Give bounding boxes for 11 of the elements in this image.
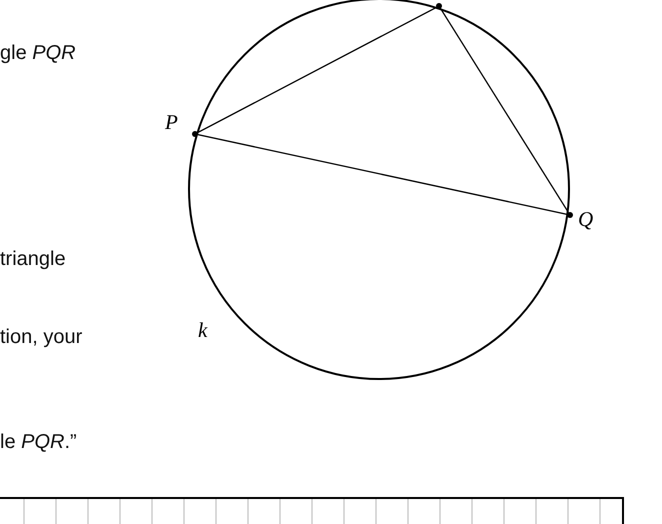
question-text: tion, your: [0, 326, 82, 349]
question-text: triangle: [0, 248, 66, 271]
point-label: P: [165, 110, 178, 135]
segment: [440, 8, 569, 213]
point-label: Q: [578, 207, 594, 232]
circle-label: k: [198, 318, 208, 343]
point: [436, 3, 442, 9]
question-text: gle PQR: [0, 42, 76, 65]
segment: [197, 6, 437, 134]
segment: [198, 134, 568, 215]
question-text: le PQR.”: [0, 431, 77, 454]
